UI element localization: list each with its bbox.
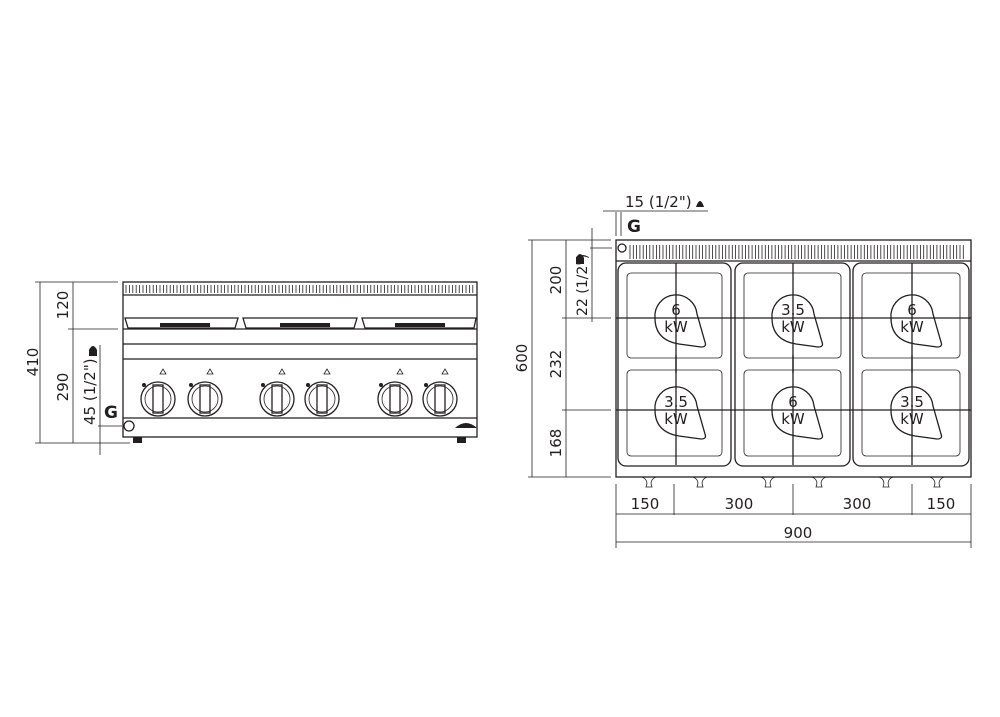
burner: 3.5kW xyxy=(771,263,824,373)
feet xyxy=(641,476,945,488)
dim-width-2: 300 xyxy=(843,495,872,513)
foot xyxy=(929,476,945,488)
burner-unit: kW xyxy=(664,410,688,428)
dim-row1: 200 xyxy=(547,266,565,295)
front-view: 410 120 290 45 (1/2") G xyxy=(24,281,478,455)
dim-width-0: 150 xyxy=(631,495,660,513)
dim-gas-offset-x: 15 (1/2") xyxy=(625,193,692,211)
burner-power: 6 xyxy=(907,301,917,319)
flame-icon xyxy=(89,346,97,356)
burner-unit: kW xyxy=(900,410,924,428)
control-knob[interactable] xyxy=(422,368,458,417)
burner: 3.5kW xyxy=(890,355,943,465)
foot xyxy=(133,437,142,443)
grate xyxy=(617,262,732,467)
dim-width-3: 150 xyxy=(927,495,956,513)
burner-unit: kW xyxy=(781,318,805,336)
dim-total-width: 900 xyxy=(784,524,813,542)
burner: 6kW xyxy=(771,355,824,465)
gas-connection-icon xyxy=(617,243,627,253)
top-dimensions: 600 200 232 168 22 (1/2") 15 (1/2") G 15… xyxy=(513,193,972,548)
burner: 3.5kW xyxy=(654,355,707,465)
gas-label: G xyxy=(104,403,118,423)
burner-unit: kW xyxy=(900,318,924,336)
gas-connection-icon xyxy=(123,420,135,432)
dim-gas-height: 45 (1/2") xyxy=(81,358,99,425)
burner-unit: kW xyxy=(781,410,805,428)
burner-power: 6 xyxy=(788,393,798,411)
grate xyxy=(852,262,970,467)
control-knob[interactable] xyxy=(187,368,223,417)
burner-row xyxy=(124,317,477,329)
dim-gas-offset-y: 22 (1/2") xyxy=(575,254,591,316)
foot xyxy=(878,476,894,488)
dim-depth: 600 xyxy=(513,344,531,373)
knob-row xyxy=(140,368,458,417)
control-knob[interactable] xyxy=(377,368,413,417)
burner: 6kW xyxy=(654,263,707,373)
dim-top-height: 120 xyxy=(54,291,72,320)
flame-icon xyxy=(576,254,584,264)
control-knob[interactable] xyxy=(259,368,295,417)
foot xyxy=(692,476,708,488)
foot xyxy=(760,476,776,488)
dim-width-1: 300 xyxy=(725,495,754,513)
dim-total-height: 410 xyxy=(24,348,42,377)
control-knob[interactable] xyxy=(140,368,176,417)
foot xyxy=(811,476,827,488)
dim-row2: 232 xyxy=(547,350,565,379)
control-knob[interactable] xyxy=(304,368,340,417)
top-body-outline xyxy=(615,239,972,478)
foot xyxy=(641,476,657,488)
burner-power: 3.5 xyxy=(664,393,688,411)
back-vent-grille xyxy=(629,245,964,259)
dim-row3: 168 xyxy=(547,429,565,458)
dim-body-height: 290 xyxy=(54,373,72,402)
foot-cap xyxy=(455,423,477,428)
back-vent-grille xyxy=(125,285,474,293)
burner-power: 6 xyxy=(671,301,681,319)
foot xyxy=(457,437,466,443)
burner-unit: kW xyxy=(664,318,688,336)
gas-label: G xyxy=(627,217,641,237)
burner-power: 3.5 xyxy=(781,301,805,319)
burner-power: 3.5 xyxy=(900,393,924,411)
burner: 6kW xyxy=(890,263,943,373)
flame-icon xyxy=(696,201,704,207)
front-dimensions: 410 120 290 45 (1/2") G xyxy=(24,281,130,455)
